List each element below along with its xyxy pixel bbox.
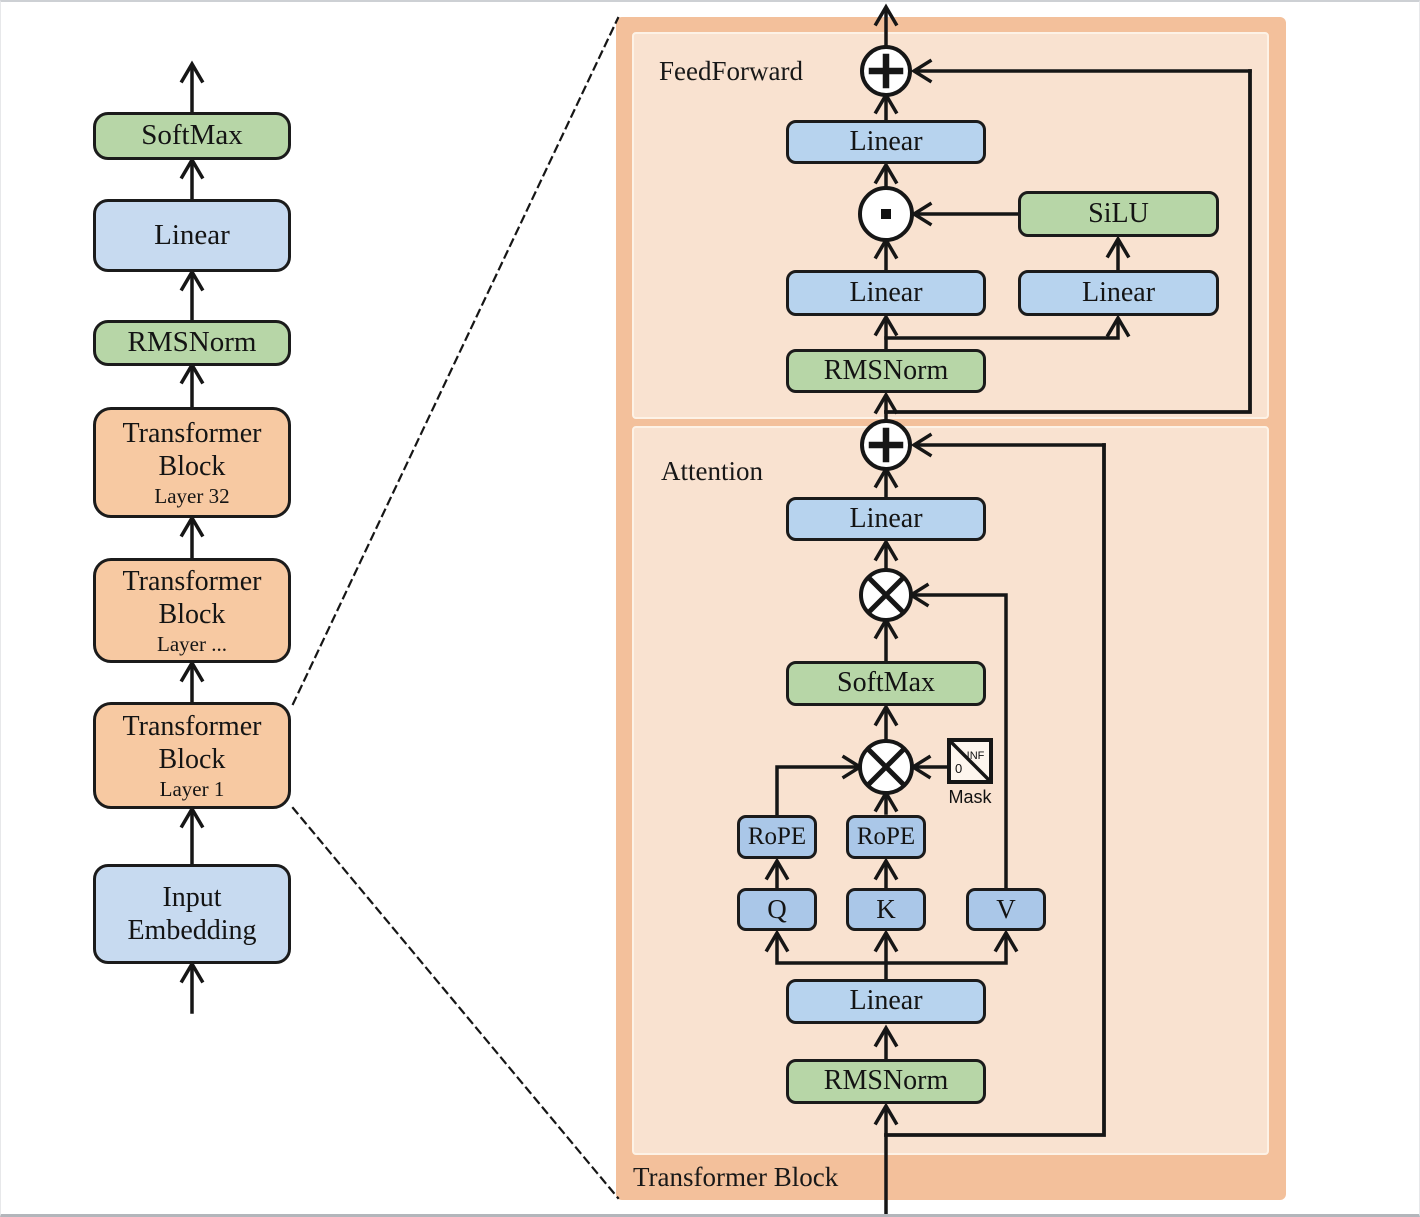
attn-k-label: K <box>876 893 896 924</box>
ff-linear-gate-label: Linear <box>849 276 923 308</box>
transformer-block-dots-layer: Layer ... <box>157 631 227 656</box>
transformer-block-layer32-layer: Layer 32 <box>154 483 230 508</box>
attn-rmsnorm-box: RMSNorm <box>786 1059 986 1104</box>
left-flow-arrows <box>179 60 205 1014</box>
input-embedding-line2: Embedding <box>127 915 257 946</box>
matmul-icon <box>859 568 913 622</box>
attn-linear-qkv-label: Linear <box>849 985 923 1017</box>
transformer-block-layer1-line1: Transformer <box>122 710 262 742</box>
attn-linear-qkv-box: Linear <box>786 979 986 1024</box>
attention-label: Attention <box>661 456 763 486</box>
ff-silu-box: SiLU <box>1018 191 1219 237</box>
attn-softmax-box: SoftMax <box>786 661 986 706</box>
transformer-block-dots-line2: Block <box>158 598 226 630</box>
attn-rope-k-label: RoPE <box>856 823 916 851</box>
transformer-block-layer32-line1: Transformer <box>122 417 262 449</box>
attn-linear-out-label: Linear <box>849 502 923 534</box>
transformer-block-dots-line1: Transformer <box>122 565 262 597</box>
ff-linear-out-label: Linear <box>849 125 923 157</box>
ff-rmsnorm-box: RMSNorm <box>786 349 986 393</box>
add-icon <box>860 45 912 97</box>
input-embedding-box: Input Embedding <box>93 864 291 964</box>
matmul-icon <box>858 739 914 795</box>
mask-icon <box>947 738 993 784</box>
attn-q-box: Q <box>737 888 817 931</box>
attn-q-label: Q <box>767 893 787 924</box>
rmsnorm-box: RMSNorm <box>93 320 291 366</box>
attention-section <box>632 426 1269 1155</box>
ff-linear-gate-box: Linear <box>786 270 986 316</box>
transformer-block-panel-title: Transformer Block <box>633 1162 839 1192</box>
add-icon <box>860 419 912 471</box>
ff-linear-up-label: Linear <box>1081 276 1156 308</box>
feedforward-wires <box>873 3 1252 423</box>
mask-zero-label: 0 <box>955 761 962 776</box>
ff-linear-out-box: Linear <box>786 120 986 164</box>
transformer-block-layer32: Transformer Block Layer 32 <box>93 407 291 518</box>
input-embedding-line1: Input <box>162 881 222 913</box>
zoom-dashed-lines <box>291 16 620 1200</box>
mask-neginf-label: -INF <box>963 750 985 762</box>
transformer-block-layer1: Transformer Block Layer 1 <box>93 702 291 809</box>
attn-rope-k-box: RoPE <box>846 815 926 859</box>
attn-v-box: V <box>966 888 1046 931</box>
ff-silu-label: SiLU <box>1088 197 1149 229</box>
attn-rope-q-box: RoPE <box>737 815 817 859</box>
attn-k-box: K <box>846 888 926 931</box>
linear-box: Linear <box>93 199 291 272</box>
ff-linear-up-box: Linear <box>1018 270 1219 316</box>
transformer-block-layer-dots: Transformer Block Layer ... <box>93 558 291 663</box>
mask-label: Mask <box>948 787 992 807</box>
feedforward-label: FeedForward <box>659 56 803 86</box>
linear-box-label: Linear <box>154 218 230 251</box>
softmax-box: SoftMax <box>93 112 291 160</box>
attn-rope-q-label: RoPE <box>747 823 807 851</box>
rmsnorm-box-label: RMSNorm <box>127 326 257 359</box>
attn-rmsnorm-label: RMSNorm <box>823 1065 949 1097</box>
elementwise-product-icon <box>858 186 914 242</box>
transformer-block-layer1-line2: Block <box>158 743 226 775</box>
transformer-block-layer32-line2: Block <box>158 450 226 482</box>
softmax-box-label: SoftMax <box>141 119 243 152</box>
attn-linear-out-box: Linear <box>786 497 986 541</box>
ff-rmsnorm-label: RMSNorm <box>823 354 949 386</box>
attention-wires <box>764 432 1106 1214</box>
attn-softmax-label: SoftMax <box>837 667 935 699</box>
transformer-block-layer1-layer: Layer 1 <box>159 776 225 801</box>
attn-v-label: V <box>996 893 1016 924</box>
